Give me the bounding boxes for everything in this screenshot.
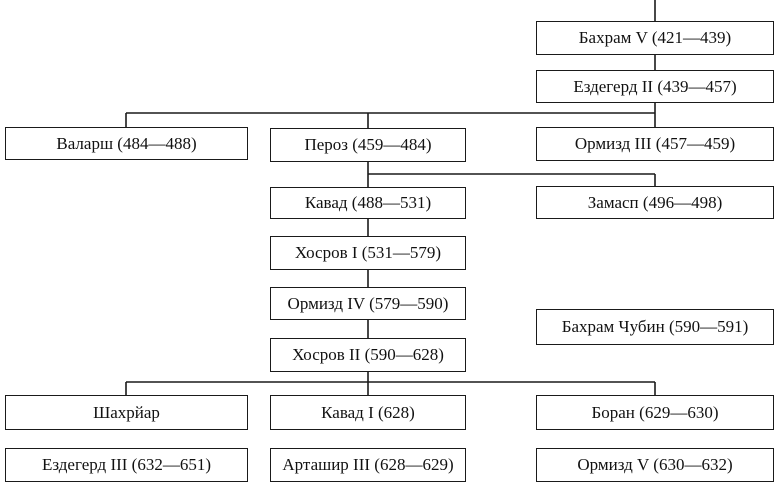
node-label: Бахрам Чубин (590—591) [561, 317, 749, 336]
node-label: Шахрйар [93, 402, 160, 422]
node-label: Боран (629—630) [591, 402, 719, 422]
node-label: Бахрам V (421—439) [578, 28, 732, 47]
node-label: Кавад (488—531) [304, 193, 432, 212]
node-label: Замасп (496—498) [587, 192, 723, 212]
node-label: Ормизд V (630—632) [577, 455, 733, 474]
node-label: Ездегерд II (439—457) [573, 76, 737, 96]
node-hormizd-iii: Ормизд III (457—459) [536, 127, 774, 161]
node-bahram-v: Бахрам V (421—439) [536, 21, 774, 55]
node-zamasp: Замасп (496—498) [536, 186, 774, 219]
node-label: Ездегерд III (632—651) [41, 455, 211, 474]
node-label: Арташир III (628—629) [282, 455, 454, 474]
node-valarsh: Валарш (484—488) [5, 127, 248, 160]
node-bahram-chobin: Бахрам Чубин (590—591) [536, 309, 774, 345]
node-ardashir-iii: Арташир III (628—629) [270, 448, 466, 482]
node-label: Хосров I (531—579) [294, 243, 442, 262]
node-label: Кавад I (628) [321, 402, 415, 422]
node-kavad-i: Кавад I (628) [270, 395, 466, 430]
node-kavad: Кавад (488—531) [270, 187, 466, 219]
node-khosrow-i: Хосров I (531—579) [270, 236, 466, 270]
node-label: Пероз (459—484) [304, 135, 432, 154]
node-hormizd-v: Ормизд V (630—632) [536, 448, 774, 482]
node-label: Ормизд IV (579—590) [287, 293, 449, 313]
node-boran: Боран (629—630) [536, 395, 774, 430]
node-label: Хосров II (590—628) [292, 345, 444, 364]
node-peroz: Пероз (459—484) [270, 128, 466, 162]
node-label: Валарш (484—488) [56, 133, 197, 153]
node-yazdegerd-iii: Ездегерд III (632—651) [5, 448, 248, 482]
node-hormizd-iv: Ормизд IV (579—590) [270, 287, 466, 320]
node-yazdegerd-ii: Ездегерд II (439—457) [536, 70, 774, 103]
node-shahriar: Шахрйар [5, 395, 248, 430]
node-khosrow-ii: Хосров II (590—628) [270, 338, 466, 372]
node-label: Ормизд III (457—459) [574, 134, 736, 153]
